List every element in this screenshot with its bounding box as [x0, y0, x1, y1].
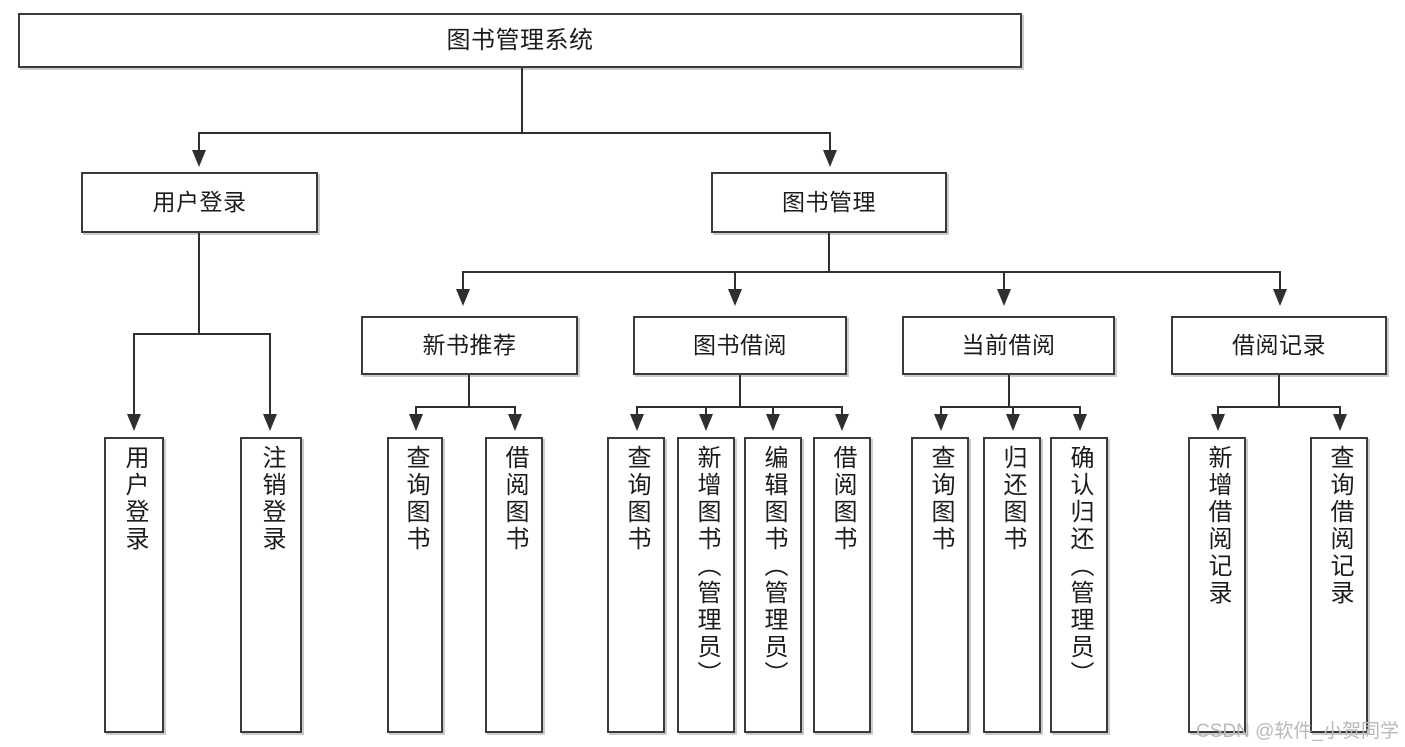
leaf-borrow-book[interactable]: 借阅图书 [813, 437, 871, 733]
node-label: 新书推荐 [422, 332, 517, 359]
node-label: 查询借阅记录 [1326, 445, 1353, 607]
leaf-add-book-admin[interactable]: 新增图书（管理员） [677, 437, 735, 733]
edge-books-bus [462, 271, 1280, 273]
node-book-borrow[interactable]: 图书借阅 [633, 316, 847, 375]
arrow-login-leaf-1 [127, 414, 141, 431]
arrow-borrow-leaf-4 [835, 414, 849, 431]
edge-recommend-stem [468, 375, 470, 407]
node-label: 用户登录 [152, 189, 247, 216]
edge-root-bus [198, 132, 831, 134]
edge-books-stem [828, 233, 830, 272]
arrow-record-leaf-1 [1211, 414, 1225, 431]
edge-recommend-drop-2 [514, 406, 516, 416]
node-label: 查询图书 [402, 445, 429, 553]
arrow-books-child-2 [728, 289, 742, 306]
node-label: 确认归还（管理员） [1066, 445, 1093, 688]
node-label: 图书借阅 [693, 332, 787, 359]
edge-current-drop-2 [1012, 406, 1014, 416]
node-label: 当前借阅 [961, 332, 1056, 359]
edge-record-drop-2 [1339, 406, 1341, 416]
node-label: 图书管理 [782, 189, 876, 216]
node-label: 编辑图书（管理员） [760, 445, 787, 688]
node-label: 借阅记录 [1232, 332, 1326, 359]
leaf-user-login[interactable]: 用户登录 [104, 437, 164, 733]
edge-record-drop-1 [1217, 406, 1219, 416]
node-root[interactable]: 图书管理系统 [18, 13, 1022, 68]
edge-root-to-books [829, 132, 831, 154]
leaf-return-book[interactable]: 归还图书 [983, 437, 1041, 733]
arrow-root-to-login [192, 150, 206, 167]
arrow-recommend-leaf-1 [409, 414, 423, 431]
edge-borrow-bus [636, 406, 843, 408]
leaf-query-borrow-record[interactable]: 查询借阅记录 [1310, 437, 1368, 733]
arrow-current-leaf-2 [1006, 414, 1020, 431]
arrow-borrow-leaf-3 [766, 414, 780, 431]
node-label: 归还图书 [999, 445, 1026, 553]
node-label: 借阅图书 [501, 445, 528, 553]
csdn-watermark: CSDN @软件_小贺同学 [1196, 721, 1399, 742]
edge-books-drop-3 [1003, 271, 1005, 293]
node-label: 借阅图书 [829, 445, 856, 553]
arrow-login-leaf-2 [263, 414, 277, 431]
node-label: 新增图书（管理员） [693, 445, 720, 688]
arrow-borrow-leaf-1 [630, 414, 644, 431]
arrow-books-child-1 [456, 289, 470, 306]
arrow-root-to-books [823, 150, 837, 167]
node-label: 查询图书 [927, 445, 954, 553]
edge-current-stem [1008, 375, 1010, 407]
node-label: 注销登录 [258, 445, 285, 553]
edge-books-drop-1 [462, 271, 464, 293]
edge-recommend-drop-1 [415, 406, 417, 416]
edge-borrow-stem [739, 375, 741, 407]
node-current-borrow[interactable]: 当前借阅 [902, 316, 1115, 375]
edge-books-drop-2 [734, 271, 736, 293]
edge-borrow-drop-2 [705, 406, 707, 416]
arrow-borrow-leaf-2 [699, 414, 713, 431]
leaf-edit-book-admin[interactable]: 编辑图书（管理员） [744, 437, 802, 733]
edge-login-drop-1 [133, 333, 135, 416]
edge-current-drop-3 [1079, 406, 1081, 416]
node-label: 查询图书 [623, 445, 650, 553]
edge-borrow-drop-1 [636, 406, 638, 416]
edge-current-bus [940, 406, 1079, 408]
node-borrow-record[interactable]: 借阅记录 [1171, 316, 1387, 375]
edge-record-bus [1217, 406, 1340, 408]
node-new-book-recommend[interactable]: 新书推荐 [361, 316, 578, 375]
arrow-current-leaf-1 [934, 414, 948, 431]
edge-login-stem [198, 233, 200, 334]
leaf-logout[interactable]: 注销登录 [240, 437, 302, 733]
arrow-current-leaf-3 [1073, 414, 1087, 431]
arrow-books-child-4 [1273, 289, 1287, 306]
edge-login-drop-2 [269, 333, 271, 416]
leaf-confirm-return-admin[interactable]: 确认归还（管理员） [1050, 437, 1108, 733]
edge-current-drop-1 [940, 406, 942, 416]
arrow-recommend-leaf-2 [508, 414, 522, 431]
arrow-books-child-3 [997, 289, 1011, 306]
node-book-management[interactable]: 图书管理 [711, 172, 947, 233]
node-label: 图书管理系统 [446, 26, 594, 54]
leaf-add-borrow-record[interactable]: 新增借阅记录 [1188, 437, 1246, 733]
edge-login-bus [133, 333, 271, 335]
edge-record-stem [1278, 375, 1280, 407]
edge-books-drop-4 [1279, 271, 1281, 293]
arrow-record-leaf-2 [1333, 414, 1347, 431]
edge-borrow-drop-3 [772, 406, 774, 416]
leaf-query-book-borrow[interactable]: 查询图书 [607, 437, 665, 733]
edge-root-to-login [198, 132, 200, 154]
leaf-query-book-recommend[interactable]: 查询图书 [387, 437, 443, 733]
node-user-login[interactable]: 用户登录 [81, 172, 318, 233]
edge-borrow-drop-4 [841, 406, 843, 416]
node-label: 新增借阅记录 [1204, 445, 1231, 607]
node-label: 用户登录 [121, 445, 148, 553]
leaf-borrow-book-recommend[interactable]: 借阅图书 [485, 437, 543, 733]
leaf-query-book-current[interactable]: 查询图书 [911, 437, 969, 733]
edge-recommend-bus [415, 406, 515, 408]
edge-root-stem [521, 68, 523, 133]
